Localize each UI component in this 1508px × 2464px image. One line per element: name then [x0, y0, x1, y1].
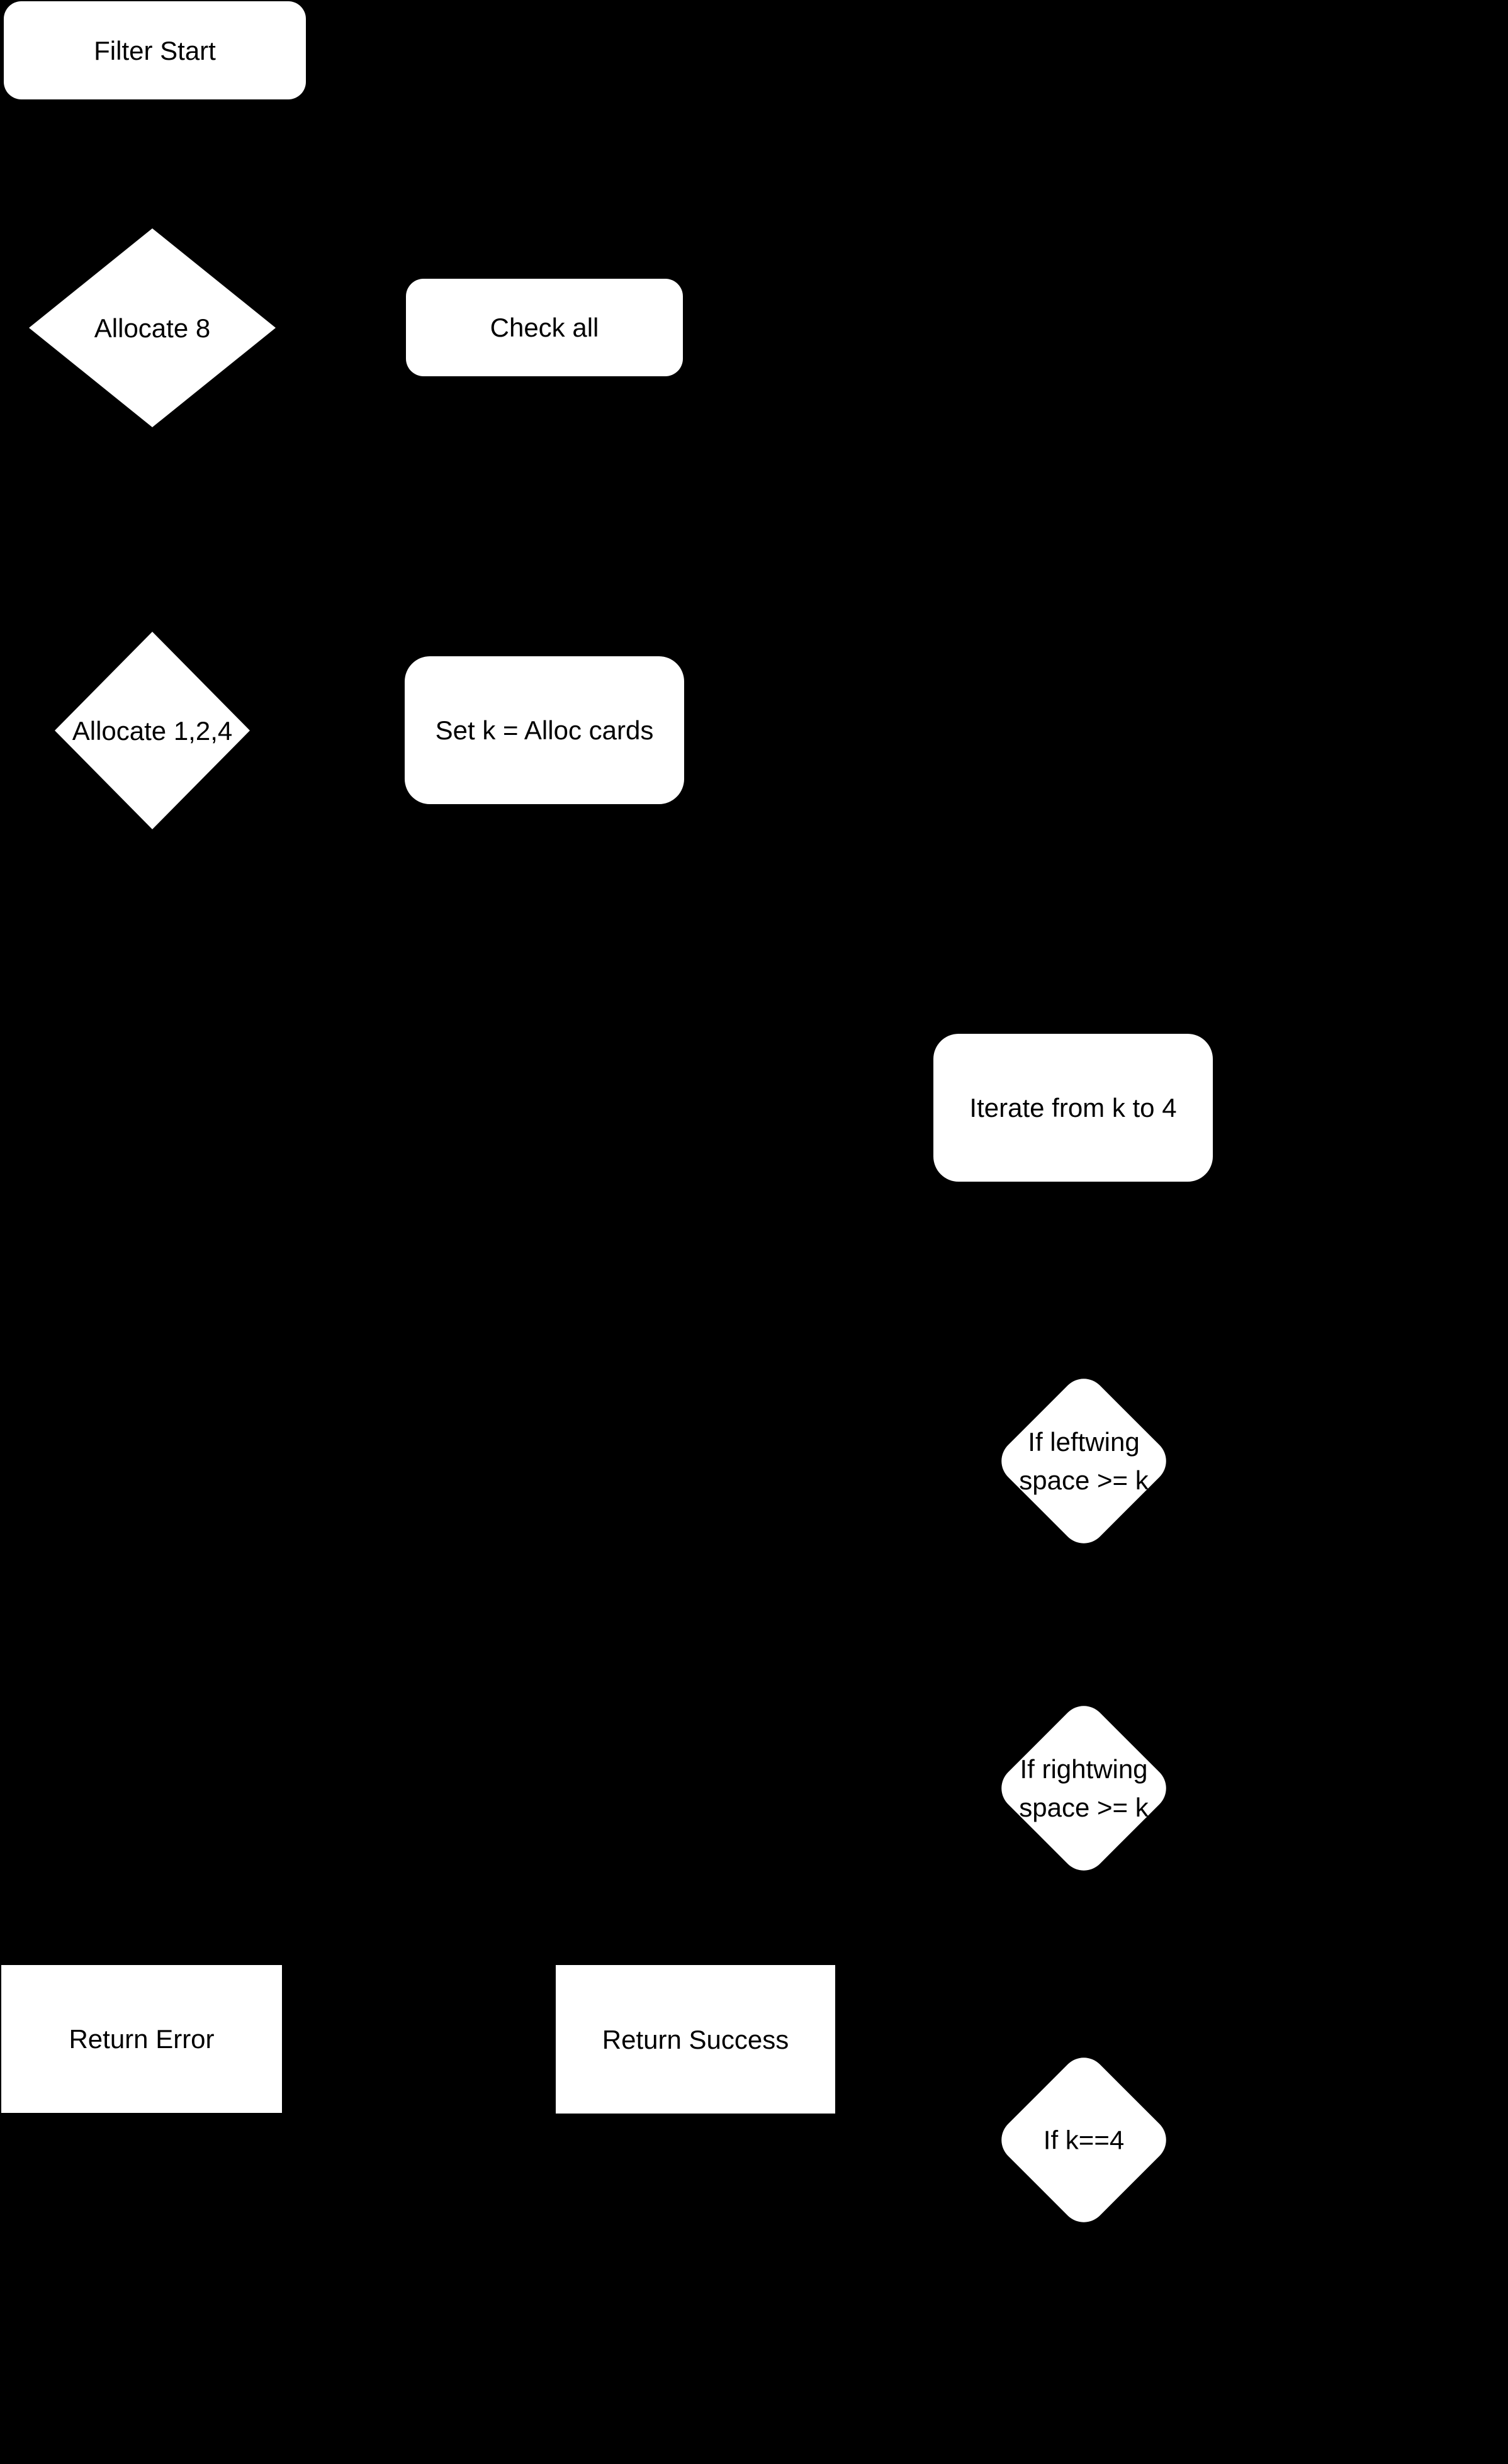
node-if-rightwing-decision: If rightwing space >= k: [992, 1696, 1176, 1880]
diamond-shape: [992, 1369, 1176, 1553]
node-return-error: Return Error: [1, 1965, 282, 2113]
node-return-success: Return Success: [556, 1965, 835, 2114]
node-if-leftwing-decision: If leftwing space >= k: [992, 1369, 1176, 1553]
node-return-success-label: Return Success: [602, 2024, 789, 2054]
node-check-all: Check all: [406, 279, 683, 376]
node-set-k: Set k = Alloc cards: [405, 656, 684, 804]
diamond-shape: [992, 1696, 1176, 1880]
node-filter-start-label: Filter Start: [94, 35, 216, 65]
node-iterate-label: Iterate from k to 4: [969, 1093, 1177, 1123]
node-check-all-label: Check all: [490, 313, 599, 342]
node-allocate-8-label: Allocate 8: [94, 313, 211, 343]
node-allocate-124-decision: Allocate 1,2,4: [55, 632, 250, 829]
node-allocate-8-decision: Allocate 8: [29, 228, 276, 427]
node-return-error-label: Return Error: [69, 2024, 215, 2054]
node-set-k-label: Set k = Alloc cards: [435, 715, 654, 745]
node-iterate: Iterate from k to 4: [933, 1034, 1213, 1182]
node-if-k4-decision: If k==4: [992, 2048, 1176, 2232]
node-allocate-124-label: Allocate 1,2,4: [72, 715, 233, 746]
diamond-shape: [992, 2048, 1176, 2232]
node-filter-start: Filter Start: [4, 1, 306, 99]
